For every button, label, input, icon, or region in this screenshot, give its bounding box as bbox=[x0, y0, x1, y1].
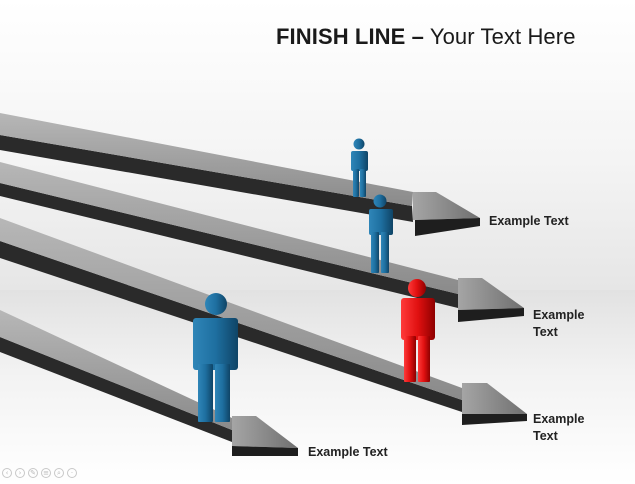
arrow-2 bbox=[0, 162, 524, 322]
label-3: Example Text bbox=[533, 411, 584, 445]
label-2: Example Text bbox=[533, 307, 584, 341]
slideshow-nav: ‹ › ✎ ≡ ⌕ · bbox=[2, 468, 77, 478]
pen-icon[interactable]: ✎ bbox=[28, 468, 38, 478]
person-icon-large bbox=[193, 293, 238, 422]
zoom-icon[interactable]: ⌕ bbox=[54, 468, 64, 478]
label-3-line-2: Text bbox=[533, 429, 558, 443]
label-3-line-1: Example bbox=[533, 412, 585, 426]
person-icon-red bbox=[401, 279, 435, 382]
menu-icon[interactable]: ≡ bbox=[41, 468, 51, 478]
prev-icon[interactable]: ‹ bbox=[2, 468, 12, 478]
label-2-line-1: Example bbox=[533, 308, 585, 322]
title-bold: FINISH LINE – bbox=[276, 24, 424, 49]
arrow-4 bbox=[0, 310, 298, 456]
arrow-1 bbox=[0, 113, 480, 236]
label-4-line-1: Example Text bbox=[308, 445, 388, 459]
person-icon bbox=[351, 138, 368, 197]
more-icon[interactable]: · bbox=[67, 468, 77, 478]
label-4: Example Text bbox=[308, 444, 388, 461]
label-1-line-1: Example Text bbox=[489, 214, 569, 228]
label-2-line-2: Text bbox=[533, 325, 558, 339]
label-1: Example Text bbox=[489, 213, 569, 230]
person-icon bbox=[369, 194, 393, 273]
title-rest: Your Text Here bbox=[424, 24, 576, 49]
slide-title: FINISH LINE – Your Text Here bbox=[276, 24, 576, 50]
next-icon[interactable]: › bbox=[15, 468, 25, 478]
